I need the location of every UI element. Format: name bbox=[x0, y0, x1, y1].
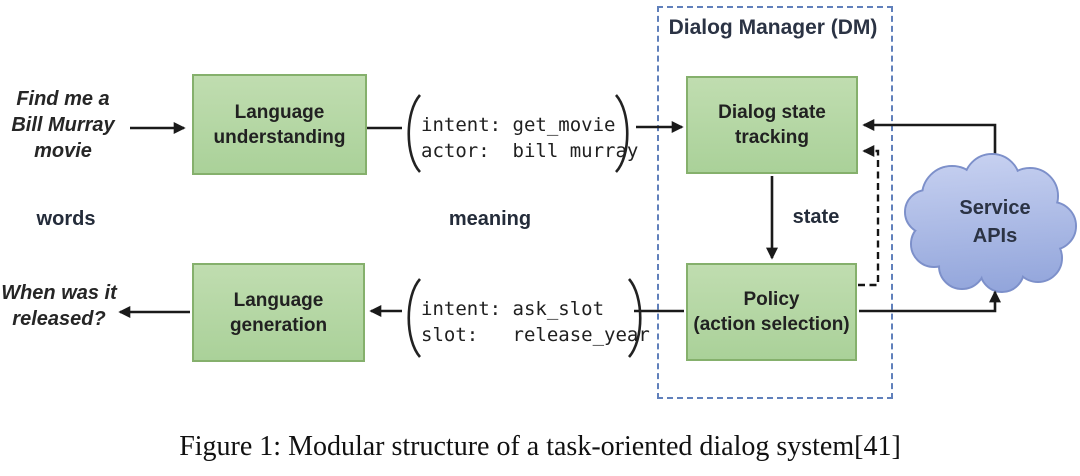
user-utterance: Find me a Bill Murray movie bbox=[11, 88, 115, 162]
language-understanding-box: Language understanding bbox=[192, 74, 367, 175]
figure-caption: Figure 1: Modular structure of a task-or… bbox=[179, 431, 901, 462]
policy-semantic-frame: intent: ask_slot slot: release_year bbox=[421, 298, 650, 346]
dialog-manager-container bbox=[657, 6, 893, 399]
words-label: words bbox=[36, 208, 96, 230]
nlu-semantic-frame: intent: get_movie actor: bill murray bbox=[421, 114, 639, 162]
dialog-state-tracking-box: Dialog state tracking bbox=[686, 76, 858, 174]
state-label: state bbox=[792, 206, 840, 228]
meaning-label: meaning bbox=[448, 208, 532, 230]
policy-box: Policy (action selection) bbox=[686, 263, 857, 361]
language-generation-box: Language generation bbox=[192, 263, 365, 362]
system-utterance: When was it released? bbox=[1, 282, 117, 330]
service-apis-label: Service APIs bbox=[959, 197, 1031, 247]
dialog-manager-title: Dialog Manager (DM) bbox=[668, 16, 878, 39]
